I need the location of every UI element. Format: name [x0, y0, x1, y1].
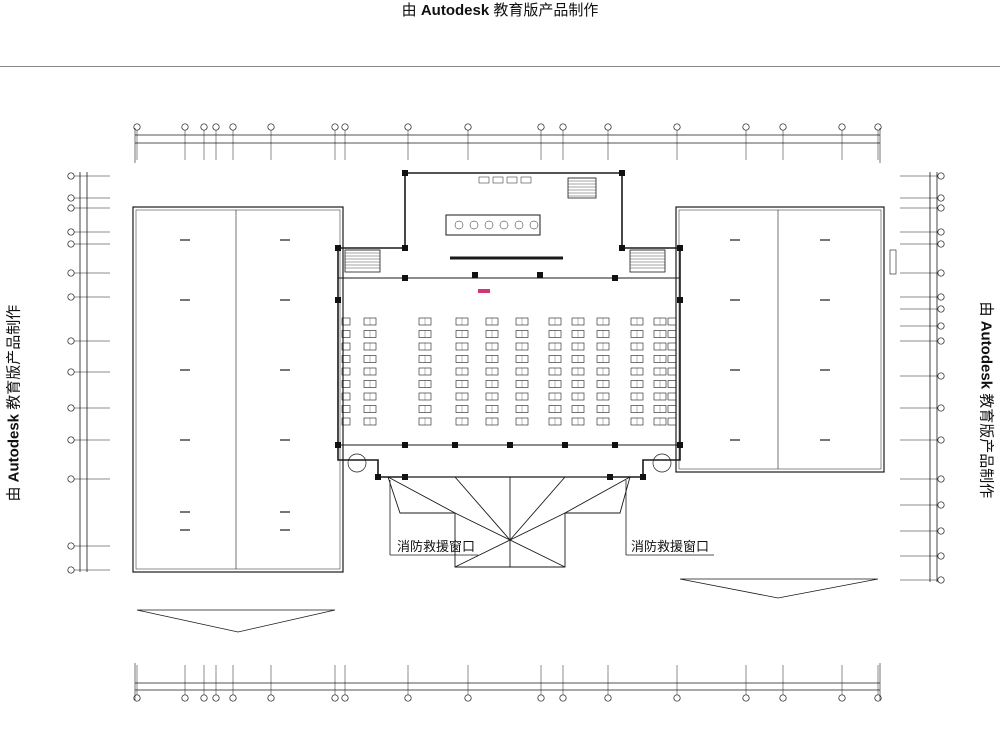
axis-bubble — [404, 123, 412, 131]
axis-bubble — [937, 501, 945, 509]
axis-bubble — [67, 204, 75, 212]
axis-bubble — [838, 123, 846, 131]
sheet-border-line — [0, 66, 1000, 67]
axis-bubble — [67, 542, 75, 550]
axis-bubble — [229, 123, 237, 131]
axis-bubble — [937, 322, 945, 330]
axis-bubble — [133, 123, 141, 131]
axis-bubble — [67, 240, 75, 248]
axis-bubble — [937, 436, 945, 444]
axis-bubble — [937, 204, 945, 212]
axis-bubble — [212, 123, 220, 131]
axis-bubble — [181, 694, 189, 702]
axis-bubble — [341, 123, 349, 131]
axis-bubble — [673, 694, 681, 702]
round-tables — [347, 453, 672, 473]
axis-bubble — [937, 172, 945, 180]
axis-bubble — [937, 240, 945, 248]
axis-bubble — [937, 269, 945, 277]
axis-bubble — [464, 123, 472, 131]
bottom-axis-markers — [133, 665, 882, 702]
roof-triangles — [136, 578, 879, 633]
axis-bubble — [181, 123, 189, 131]
axis-bubble — [67, 436, 75, 444]
watermark-brand: Autodesk — [420, 2, 490, 19]
structural-columns — [335, 170, 683, 480]
fire-rescue-window-label-left: 消防救援窗口 — [397, 539, 476, 554]
axis-bubble — [937, 337, 945, 345]
axis-bubble — [229, 694, 237, 702]
axis-bubble — [874, 123, 882, 131]
axis-bubble — [604, 123, 612, 131]
axis-bubble — [537, 694, 545, 702]
axis-bubble — [937, 475, 945, 483]
axis-bubble — [937, 293, 945, 301]
axis-bubble — [937, 228, 945, 236]
axis-bubble — [537, 123, 545, 131]
main-building-walls — [337, 172, 681, 478]
bottom-dimension-lines — [134, 663, 881, 700]
axis-bubble — [559, 123, 567, 131]
axis-bubble — [604, 694, 612, 702]
axis-bubble — [67, 269, 75, 277]
axis-bubble — [67, 172, 75, 180]
axis-bubble — [559, 694, 567, 702]
axis-bubble — [331, 694, 339, 702]
axis-bubble — [937, 552, 945, 560]
axis-bubble — [67, 404, 75, 412]
axis-bubble — [67, 228, 75, 236]
axis-bubble — [267, 123, 275, 131]
top-axis-markers — [133, 123, 882, 160]
axis-bubble — [937, 372, 945, 380]
right-axis-markers — [900, 172, 945, 584]
axis-bubble — [67, 293, 75, 301]
axis-bubble — [67, 194, 75, 202]
entrance-canopy — [387, 476, 631, 568]
axis-bubble — [67, 475, 75, 483]
right-wing-roof — [675, 206, 885, 473]
axis-bubble — [779, 123, 787, 131]
watermark-suffix: 教育版产品制作 — [493, 2, 599, 19]
axis-bubble — [464, 694, 472, 702]
callout-leaders — [389, 480, 714, 556]
axis-bubble — [937, 404, 945, 412]
left-axis-markers — [67, 172, 110, 574]
axis-bubble — [331, 123, 339, 131]
axis-bubble — [779, 694, 787, 702]
dining-seating — [341, 176, 677, 426]
axis-bubble — [267, 694, 275, 702]
axis-bubble — [67, 337, 75, 345]
axis-bubble — [742, 123, 750, 131]
axis-bubble — [838, 694, 846, 702]
fire-rescue-window-label-right: 消防救援窗口 — [631, 539, 710, 554]
axis-bubble — [937, 305, 945, 313]
axis-bubble — [937, 576, 945, 584]
axis-bubble — [67, 566, 75, 574]
axis-bubble — [212, 694, 220, 702]
axis-bubble — [937, 527, 945, 535]
roof-slope-labels — [180, 239, 830, 531]
top-dimension-lines — [134, 128, 881, 163]
axis-bubble — [937, 194, 945, 202]
side-door-symbol — [889, 249, 897, 275]
axis-bubble — [404, 694, 412, 702]
accent-mark — [478, 289, 490, 293]
axis-bubble — [673, 123, 681, 131]
watermark-top: 由 Autodesk 教育版产品制作 — [0, 0, 1000, 22]
side-dimension-lines — [79, 172, 938, 582]
axis-bubble — [200, 123, 208, 131]
watermark-prefix: 由 — [401, 2, 417, 19]
axis-bubble — [742, 694, 750, 702]
axis-bubble — [341, 694, 349, 702]
axis-bubble — [200, 694, 208, 702]
axis-bubble — [67, 368, 75, 376]
left-wing-roof — [132, 206, 344, 573]
